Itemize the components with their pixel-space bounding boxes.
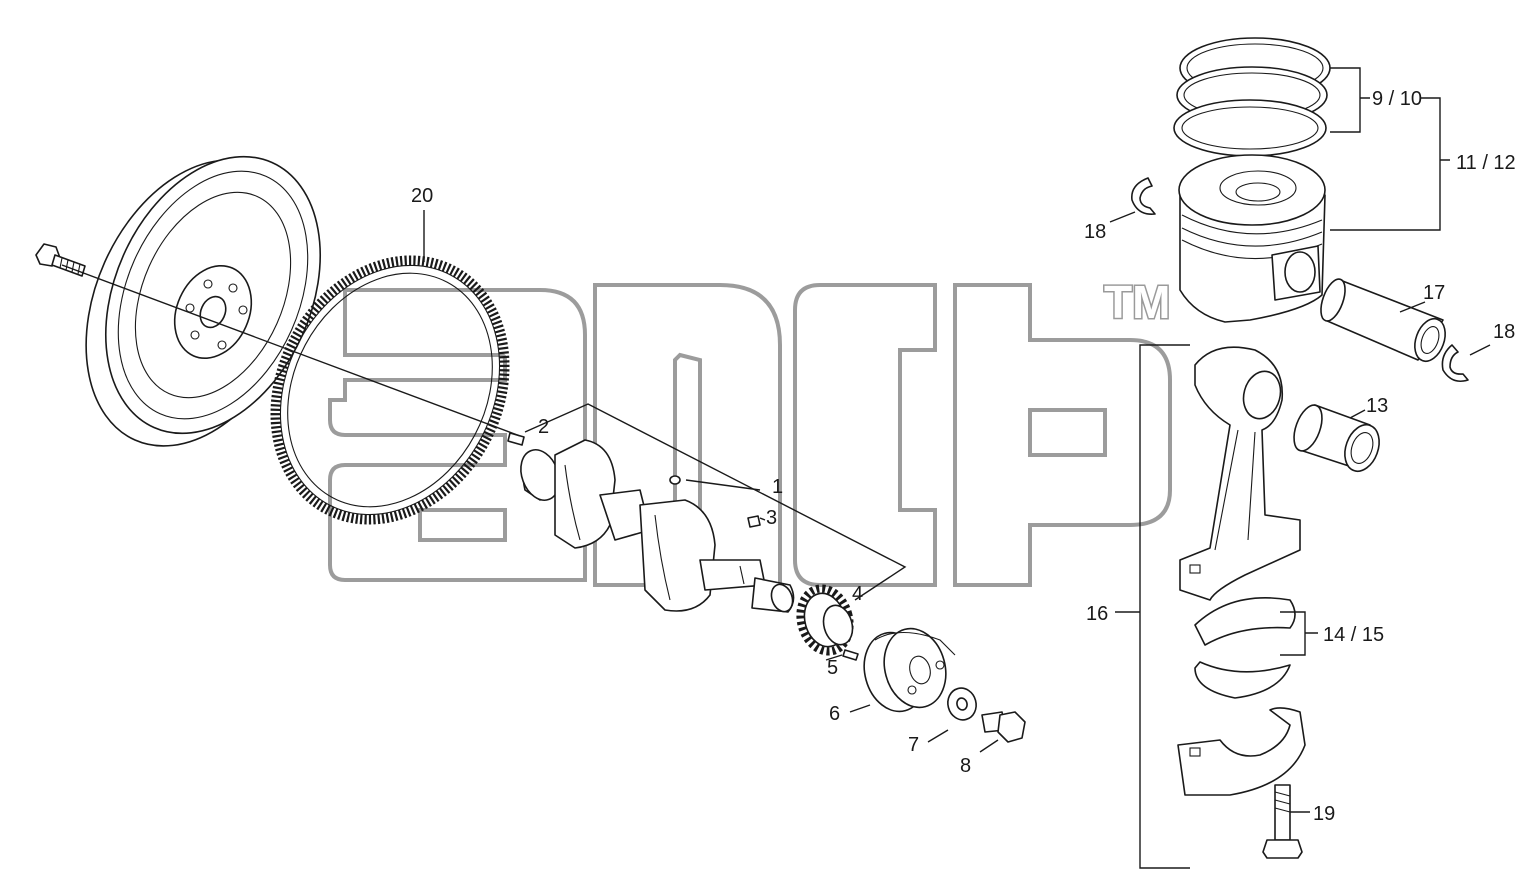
- connecting-rod: [1179, 346, 1301, 601]
- callout-20: 20: [411, 185, 433, 207]
- rod-bearing: [1194, 597, 1296, 699]
- piston-pin: [1320, 278, 1446, 363]
- woodruff-key: [842, 649, 859, 661]
- flywheel-assembly: [35, 155, 322, 447]
- crank-pulley: [863, 627, 956, 713]
- callout-7: 7: [908, 734, 919, 756]
- callout-14-15: 14 / 15: [1323, 624, 1384, 646]
- callout-11-12: 11 / 12: [1456, 152, 1516, 174]
- callout-4: 4: [852, 583, 863, 605]
- piston: [1178, 154, 1326, 323]
- leader-lines: [61, 67, 1491, 869]
- callout-labels: 1 2 3 4 5 6 7 8 9 / 10 11 / 12 13 14 / 1…: [411, 88, 1516, 825]
- pulley-bolt: [981, 711, 1026, 743]
- callout-16: 16: [1086, 603, 1108, 625]
- callout-13: 13: [1366, 395, 1388, 417]
- small-end-bushing: [1293, 404, 1380, 473]
- watermark-letter-c: [793, 283, 937, 587]
- watermark-letter-b: [953, 283, 1172, 587]
- ring-gear: [270, 255, 510, 525]
- rod-bolt: [1262, 784, 1303, 859]
- callout-1: 1: [772, 476, 783, 498]
- circlip: [1131, 177, 1469, 383]
- piston-rings: [1173, 37, 1331, 157]
- callout-9-10: 9 / 10: [1372, 88, 1422, 110]
- rod-cap: [1177, 707, 1306, 796]
- crankshaft: [520, 439, 795, 613]
- callout-6: 6: [829, 703, 840, 725]
- flywheel: [85, 155, 322, 447]
- crank-gear: [796, 584, 854, 656]
- callout-8: 8: [960, 755, 971, 777]
- washer: [947, 687, 977, 721]
- callout-18-left: 18: [1084, 221, 1106, 243]
- callout-5: 5: [827, 657, 838, 679]
- callout-2: 2: [538, 416, 549, 438]
- watermark-letter-a: [328, 288, 587, 582]
- watermark-trademark: TM: [1104, 276, 1170, 328]
- callout-3: 3: [766, 507, 777, 529]
- callout-18-right: 18: [1493, 321, 1515, 343]
- callout-19: 19: [1313, 803, 1335, 825]
- watermark-logo: TM: [328, 275, 1172, 587]
- callout-17: 17: [1423, 282, 1445, 304]
